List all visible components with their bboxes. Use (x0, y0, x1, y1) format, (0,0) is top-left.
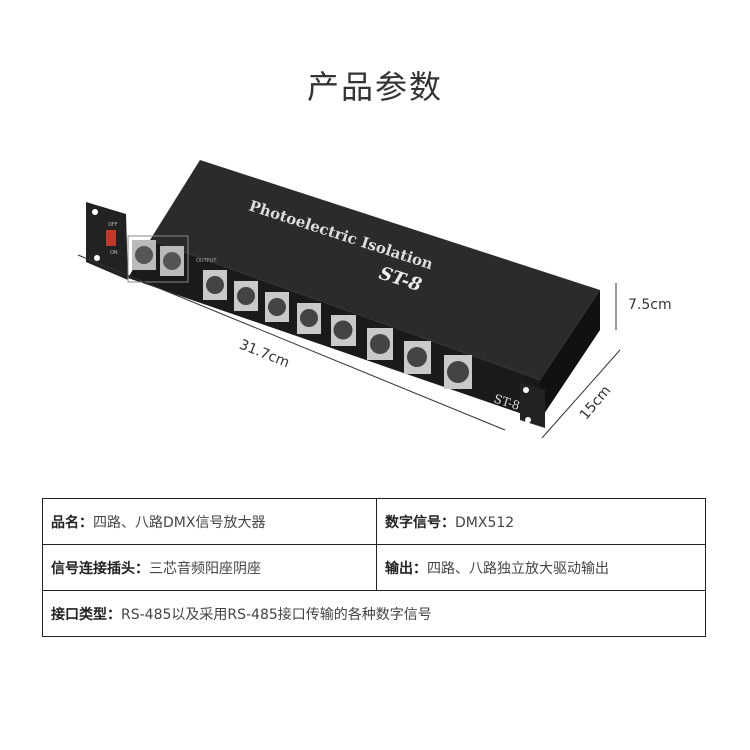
output-connector-7 (404, 341, 431, 374)
output-connector-5 (331, 315, 356, 346)
spec-cell-connector: 信号连接插头：三芯音频阳座阴座 (42, 544, 377, 591)
spec-cell-digital-signal: 数字信号：DMX512 (376, 498, 706, 545)
spec-label-digital-signal: 数字信号： (385, 514, 455, 531)
output-connector-4 (297, 303, 321, 334)
device-top-face (150, 160, 600, 380)
spec-value-digital-signal: DMX512 (455, 514, 515, 531)
spec-value-interface: RS-485以及采用RS-485接口传输的各种数字信号 (121, 606, 432, 623)
svg-text:ON: ON (110, 250, 118, 256)
svg-text:OFF: OFF (108, 222, 118, 228)
spec-row-1: 品名：四路、八路DMX信号放大器 数字信号：DMX512 (42, 498, 706, 545)
output-connector-8 (444, 355, 472, 389)
output-connector-6 (367, 328, 393, 360)
spec-label-connector: 信号连接插头： (51, 560, 149, 577)
output-connector-2 (234, 281, 258, 311)
spec-cell-product-name: 品名：四路、八路DMX信号放大器 (42, 498, 377, 545)
spec-label-output: 输出： (385, 560, 427, 577)
spec-label-product-name: 品名： (51, 514, 93, 531)
spec-cell-interface: 接口类型：RS-485以及采用RS-485接口传输的各种数字信号 (42, 590, 706, 637)
device-side-face (540, 290, 600, 420)
output-connector-1 (203, 270, 227, 300)
spec-cell-output: 输出：四路、八路独立放大驱动输出 (376, 544, 706, 591)
product-image: Photoelectric Isolation ST-8 OFF ON OUTP… (77, 160, 621, 439)
spec-label-interface: 接口类型： (51, 606, 121, 623)
rack-ear-right (520, 382, 545, 428)
input-connector-female (160, 246, 184, 276)
spec-table: 品名：四路、八路DMX信号放大器 数字信号：DMX512 信号连接插头：三芯音频… (42, 498, 706, 637)
height-label: 7.5cm (628, 297, 672, 313)
input-panel (127, 235, 189, 283)
spec-row-3: 接口类型：RS-485以及采用RS-485接口传输的各种数字信号 (42, 590, 706, 637)
spec-value-connector: 三芯音频阳座阴座 (149, 560, 261, 577)
output-connectors (203, 270, 472, 389)
page-title: 产品参数 (306, 68, 443, 106)
svg-text:OUTPUT: OUTPUT (196, 258, 217, 264)
depth-dimension-line (541, 349, 621, 439)
length-dimension-line (77, 254, 506, 431)
spec-row-2: 信号连接插头：三芯音频阳座阴座 输出：四路、八路独立放大驱动输出 (42, 544, 706, 591)
output-connector-3 (265, 292, 289, 322)
spec-value-output: 四路、八路独立放大驱动输出 (427, 560, 609, 577)
spec-value-product-name: 四路、八路DMX信号放大器 (93, 514, 266, 531)
power-switch (106, 230, 116, 246)
input-connector-male (132, 240, 156, 270)
